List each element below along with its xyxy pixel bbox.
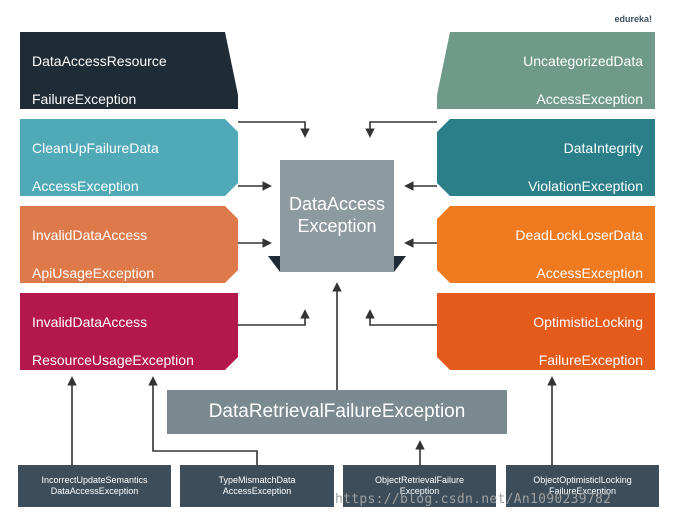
bottom-box-type-mismatch: TypeMismatchData AccessException xyxy=(180,465,334,507)
bottom-label-line2: AccessException xyxy=(222,486,292,496)
box-label-line1: CleanUpFailureData xyxy=(32,140,159,156)
bottom-label-line2: Exception xyxy=(399,486,440,496)
box-label-line1: DeadLockLoserData xyxy=(515,227,643,243)
box-label-line2: FailureException xyxy=(538,352,643,368)
bottom-label-line2: DataAccessException xyxy=(50,486,139,496)
box-data-integrity: DataIntegrity ViolationException xyxy=(437,119,655,196)
bottom-label-line1: TypeMismatchData xyxy=(218,475,296,485)
box-invalid-resource-usage: InvalidDataAccess ResourceUsageException xyxy=(20,293,238,370)
box-label-line1: InvalidDataAccess xyxy=(32,314,148,330)
box-cleanup-failure: CleanUpFailureData AccessException xyxy=(20,119,238,196)
bottom-box-incorrect-update: IncorrectUpdateSemantics DataAccessExcep… xyxy=(18,465,171,507)
center-foot-right xyxy=(394,256,406,272)
box-label-line2: ApiUsageException xyxy=(32,265,155,281)
box-data-access-resource-failure: DataAccessResource FailureException xyxy=(20,32,238,109)
right-shape-4 xyxy=(437,293,655,370)
box-label-line2: AccessException xyxy=(536,265,643,281)
bottom-label-line1: IncorrectUpdateSemantics xyxy=(41,475,148,485)
box-label-line2: FailureException xyxy=(32,91,137,107)
center-data-access-exception: DataAccess Exception xyxy=(280,160,394,272)
arrow-left-4 xyxy=(238,309,310,326)
box-label-line1: OptimisticLocking xyxy=(533,314,643,330)
center-label-line1: DataAccess xyxy=(288,194,386,214)
bottom-box-object-optimistic: ObjectOptimisticlLocking FailureExceptio… xyxy=(506,465,659,507)
bottom-label-line2: FailureException xyxy=(548,486,617,496)
edureka-logo: edureka! xyxy=(614,14,652,24)
right-shape-2 xyxy=(437,119,655,196)
left-shape-2 xyxy=(20,119,238,196)
box-label-line1: UncategorizedData xyxy=(523,53,643,69)
box-label-line1: DataIntegrity xyxy=(563,140,643,156)
box-deadlock-loser: DeadLockLoserData AccessException xyxy=(437,206,655,283)
watermark-text: https://blog.csdn.net/An1090239782 xyxy=(335,492,612,507)
box-optimistic-locking: OptimisticLocking FailureException xyxy=(437,293,655,370)
right-shape-3 xyxy=(437,206,655,283)
bottom-label-line1: ObjectRetrievalFailure xyxy=(374,475,465,485)
box-label-line2: ResourceUsageException xyxy=(32,352,194,368)
bottom-label-line1: ObjectOptimisticlLocking xyxy=(533,475,632,485)
box-label-line2: AccessException xyxy=(32,178,139,194)
arrow-left-1 xyxy=(238,121,310,138)
box-label-line2: AccessException xyxy=(536,91,643,107)
box-label-line1: DataAccessResource xyxy=(32,53,167,69)
arrow-bottom-2 xyxy=(148,376,258,465)
box-uncategorized: UncategorizedData AccessException xyxy=(437,32,655,109)
right-shape-1 xyxy=(437,32,655,109)
left-shape-3 xyxy=(20,206,238,283)
box-invalid-api-usage: InvalidDataAccess ApiUsageException xyxy=(20,206,238,283)
arrow-right-4 xyxy=(365,309,437,326)
left-shape-1 xyxy=(20,32,238,109)
box-label-line1: InvalidDataAccess xyxy=(32,227,148,243)
center-foot-left xyxy=(268,256,280,272)
center-label-line2: Exception xyxy=(297,216,377,236)
arrow-right-1 xyxy=(365,121,437,138)
retrieval-label: DataRetrievalFailureException xyxy=(208,401,466,422)
left-shape-4 xyxy=(20,293,238,370)
box-label-line2: ViolationException xyxy=(528,178,643,194)
bottom-box-object-retrieval: ObjectRetrievalFailure Exception xyxy=(343,465,496,507)
retrieval-failure-box: DataRetrievalFailureException xyxy=(167,390,507,434)
